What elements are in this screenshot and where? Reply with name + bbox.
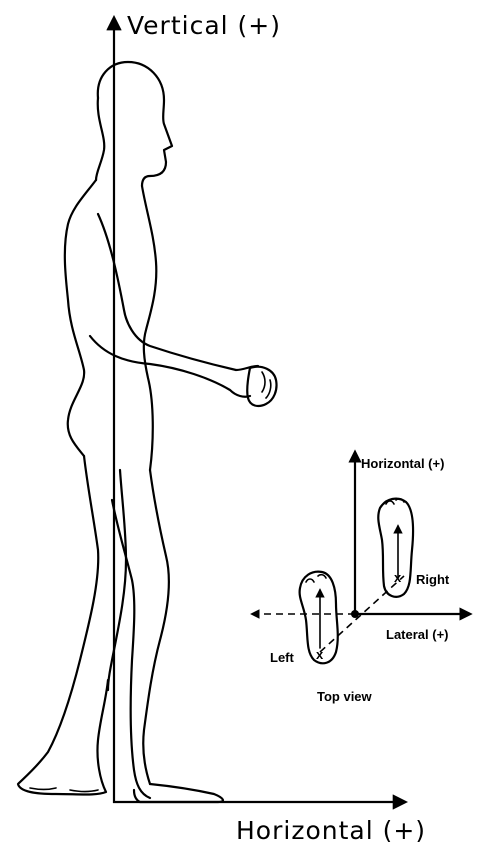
front-foot-outline (134, 784, 223, 802)
top-view-right-label: Right (416, 572, 450, 587)
human-figure (18, 62, 277, 802)
right-foot-marker: x (394, 570, 402, 585)
horizontal-axis-label: Horizontal (+) (236, 816, 426, 842)
left-foot-toes (306, 575, 326, 582)
top-view-horizontal-label: Horizontal (+) (361, 456, 444, 471)
main-axes: Vertical (+) Horizontal (+) (113, 11, 426, 842)
left-foot-marker: x (316, 647, 324, 662)
front-torso-outline (142, 186, 156, 470)
back-leg-outline (18, 456, 108, 795)
top-view-left-label: Left (270, 650, 295, 665)
back-outline (65, 180, 96, 456)
fist-fingers (262, 372, 271, 398)
head-outline (98, 62, 172, 186)
back-of-head (96, 98, 104, 180)
top-view-lateral-label: Lateral (+) (386, 627, 449, 642)
top-view-caption: Top view (317, 689, 373, 704)
back-foot-toes (30, 788, 98, 792)
arm-outline (98, 214, 258, 370)
back-leg-front-outline (108, 470, 126, 690)
top-view-origin (351, 610, 359, 618)
top-view-inset: x x Horizontal (+) Lateral (+) Right Lef… (252, 452, 470, 704)
front-leg-outline (143, 470, 169, 784)
vertical-axis-label: Vertical (+) (127, 11, 281, 40)
